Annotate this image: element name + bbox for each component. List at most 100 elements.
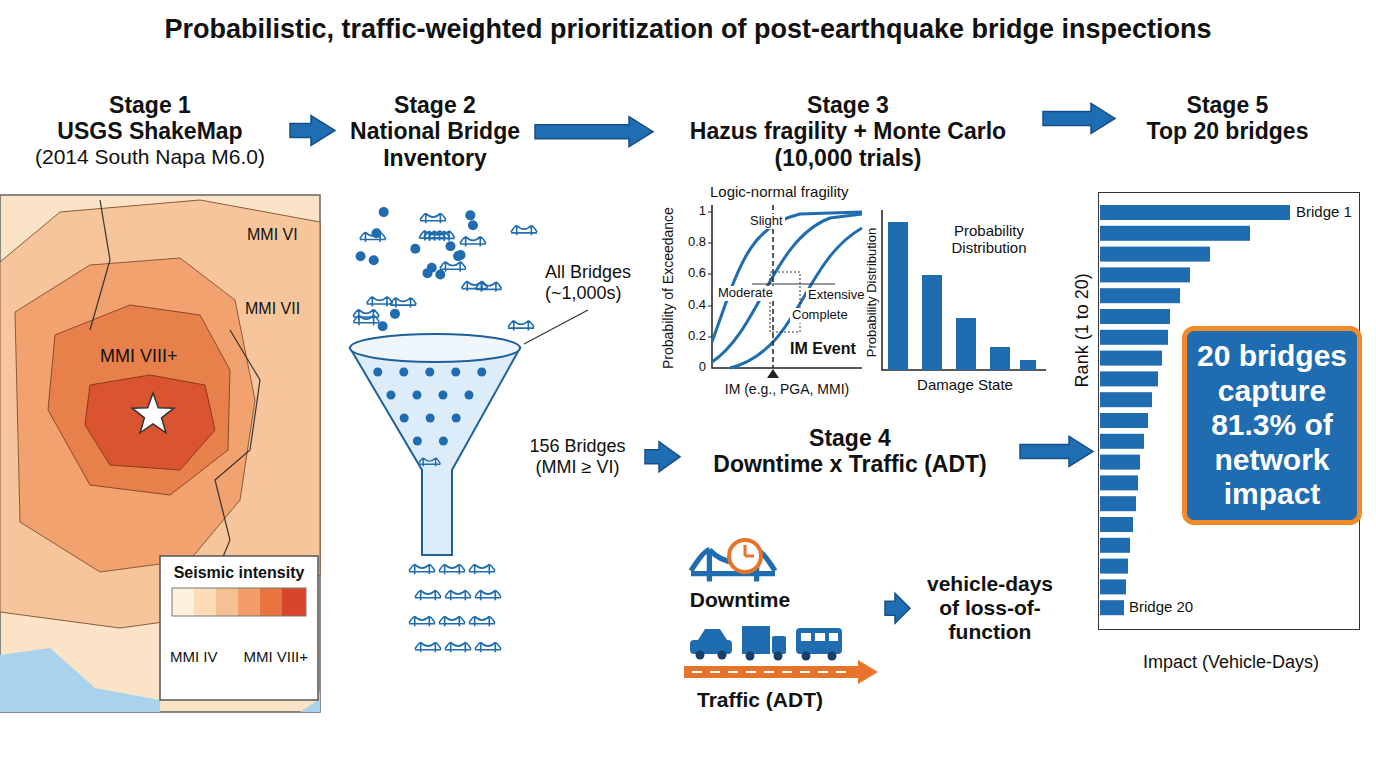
label-text: All Bridges (~1,000s)	[545, 262, 660, 303]
impact-bar	[1100, 413, 1148, 428]
result-text: vehicle-days of loss-of-function	[915, 572, 1065, 644]
node-text: Probability Distribution	[935, 222, 1043, 257]
node-text: Downtime x Traffic (ADT)	[685, 451, 1015, 477]
bridge-dot	[451, 368, 460, 377]
impact-bar	[1100, 309, 1170, 324]
bridge-icon	[390, 298, 416, 308]
block-arrow	[1043, 103, 1115, 133]
bridge-icon	[409, 564, 435, 574]
label-text: 0	[680, 360, 706, 375]
block-arrow	[1020, 436, 1093, 466]
bridge-dot	[410, 244, 420, 254]
bridge-dot	[399, 368, 408, 377]
bridge-dot	[445, 241, 455, 251]
label-text: MMI VII	[245, 300, 300, 318]
bridge-dot	[425, 368, 434, 377]
impact-bar	[1100, 392, 1152, 407]
node-text: Bridge 20	[1129, 598, 1193, 615]
impact-bar	[1100, 538, 1130, 553]
bridge-icon	[475, 590, 501, 600]
node-text: MMI VIII+	[228, 648, 308, 665]
bridge-icon	[353, 315, 379, 325]
impact-bar	[1100, 288, 1180, 303]
block-arrow	[645, 442, 680, 472]
bridge-icon	[475, 642, 501, 652]
node-text: 156 Bridges (MMI ≥ VI)	[515, 436, 640, 477]
bridge-icon	[440, 262, 466, 272]
bridge-dot	[369, 255, 379, 265]
shakemap	[0, 195, 320, 712]
label-text: IM (e.g., PGA, MMI)	[712, 381, 862, 397]
bridge-icon	[445, 642, 471, 652]
label-text: 0.8	[680, 235, 706, 250]
node-text: Stage 1	[15, 92, 285, 118]
block-arrow	[290, 116, 335, 146]
node-text: Stage 3	[658, 92, 1038, 118]
impact-bar	[1100, 267, 1190, 282]
bridge-icon	[420, 213, 446, 223]
bridge-dot	[379, 207, 389, 217]
downtime-traffic-icons	[684, 540, 878, 684]
bar-chart-box: Bridge 1Bridge 2020 bridges capture 81.3…	[1098, 192, 1360, 630]
bridge-icon	[469, 564, 495, 574]
bridge-icon	[439, 564, 465, 574]
node-text: Top 20 bridges	[1120, 118, 1335, 144]
block-arrow	[535, 117, 653, 147]
node-text: MMI IV	[170, 648, 218, 665]
label-text: Probability Distribution	[865, 227, 880, 356]
bridge-dot	[439, 437, 448, 446]
bridge-icon	[367, 297, 393, 307]
node-text: USGS ShakeMap	[15, 118, 285, 144]
label-text: MMI VI	[247, 226, 298, 244]
bridge-dot	[426, 414, 435, 423]
bridge-icon	[508, 321, 534, 331]
bridge-icon	[462, 281, 488, 291]
node-text: Seismic intensity	[160, 564, 318, 582]
impact-bar	[1100, 559, 1128, 574]
bridge-dot	[452, 414, 461, 423]
node-text: Logic-normal fragility	[710, 183, 848, 200]
impact-bar	[1100, 330, 1168, 345]
distribution-chart-box: Probability Distribution	[880, 208, 1048, 373]
label-text: 0.6	[680, 266, 706, 281]
node-text: (2014 South Napa M6.0)	[15, 145, 285, 169]
impact-bar	[1100, 371, 1158, 386]
impact-bar	[1100, 496, 1136, 511]
stage-header: Stage 2National Bridge Inventory	[340, 92, 530, 171]
node-text: Stage 4	[685, 425, 1015, 451]
bridge-dot	[465, 210, 475, 220]
bridge-dot	[422, 268, 432, 278]
bridge-dot	[413, 437, 422, 446]
damage-distribution	[882, 210, 1046, 370]
node-text: vehicle-days of loss-of-function	[915, 572, 1065, 644]
node-text: Stage 5	[1120, 92, 1335, 118]
bridge-dot	[456, 250, 466, 260]
stage-header: Stage 5Top 20 bridges	[1120, 92, 1335, 145]
diagram-title: Probabilistic, traffic-weighted prioriti…	[0, 14, 1376, 45]
impact-bar	[1100, 455, 1140, 470]
bridge-icon	[415, 590, 441, 600]
label-text: Probability of Exceedance	[660, 207, 676, 369]
impact-bar	[1100, 205, 1290, 220]
stage-header: Stage 1USGS ShakeMap(2014 South Napa M6.…	[15, 92, 285, 169]
node-text: Stage 2	[340, 92, 530, 118]
bridge-dot	[371, 228, 381, 238]
bridge-dot	[386, 391, 395, 400]
label-text: Damage State	[890, 376, 1040, 393]
impact-bar	[1100, 247, 1210, 262]
bridge-dot	[477, 368, 486, 377]
impact-bar	[1100, 226, 1250, 241]
impact-bar	[1100, 475, 1138, 490]
bridge-dot	[373, 368, 382, 377]
bridge-dot	[464, 391, 473, 400]
label-text: 0.2	[680, 329, 706, 344]
bridge-icon	[460, 237, 486, 247]
bridge-dot	[390, 309, 400, 319]
bridge-icon	[424, 231, 450, 241]
node-text: 20 bridges capture 81.3% of network impa…	[1191, 339, 1353, 512]
bridge-dot	[356, 251, 366, 261]
node-text: Downtime	[680, 588, 800, 612]
node-text: Slight	[748, 214, 785, 229]
impact-bar	[1100, 434, 1144, 449]
